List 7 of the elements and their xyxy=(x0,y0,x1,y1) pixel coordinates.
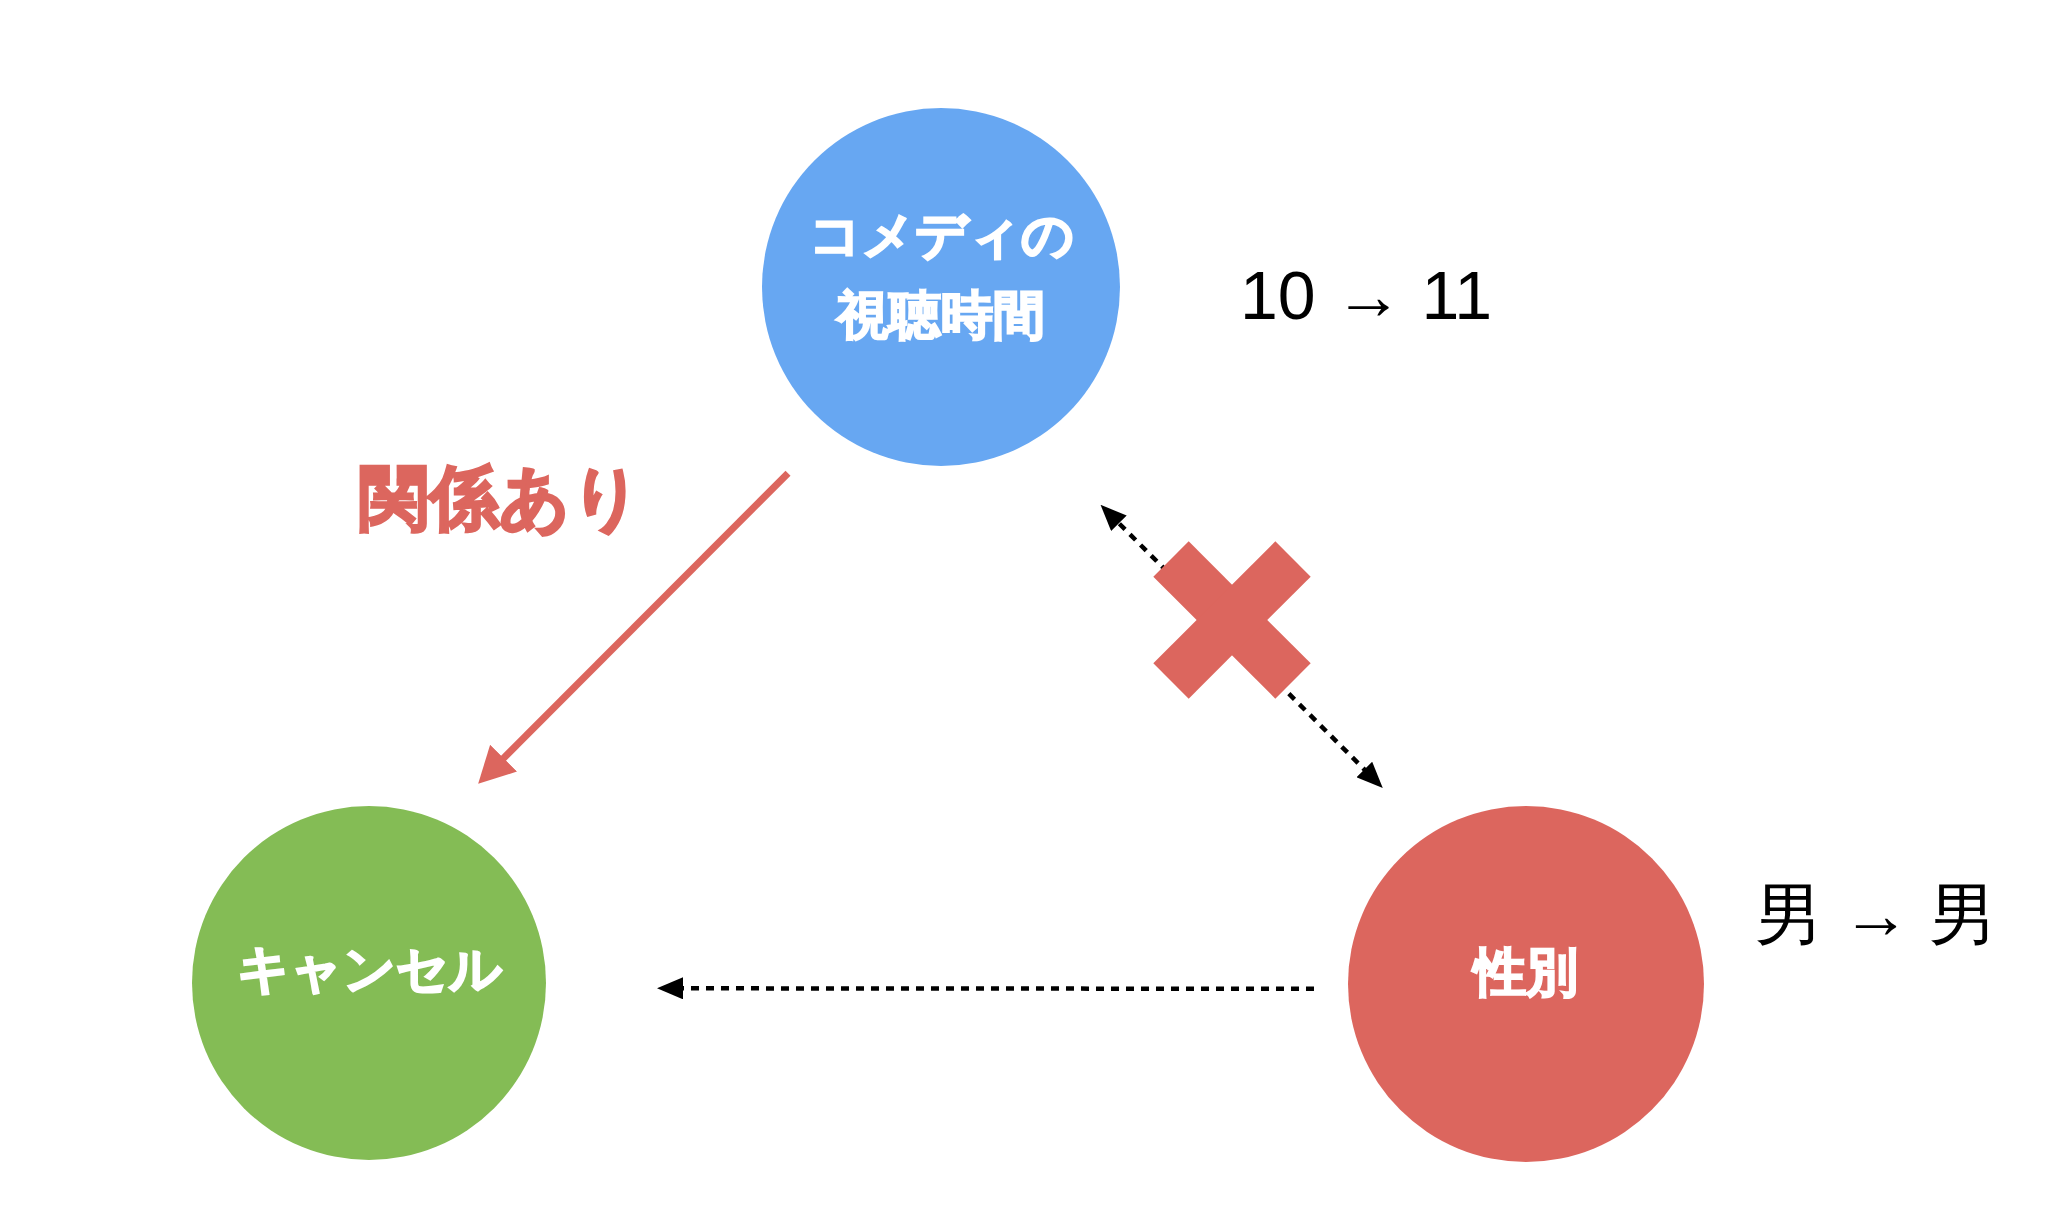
node-label: キャンセル xyxy=(236,938,502,1000)
annotation-text: 男 → 男 xyxy=(1755,880,1997,948)
dashed-arrow xyxy=(657,977,1314,1000)
edge-label: 関係あり xyxy=(359,463,644,534)
arrow xyxy=(478,470,791,784)
annotation-text: 10 → 11 xyxy=(1240,261,1492,329)
node-label: コメディの視聴時間 xyxy=(807,204,1075,346)
